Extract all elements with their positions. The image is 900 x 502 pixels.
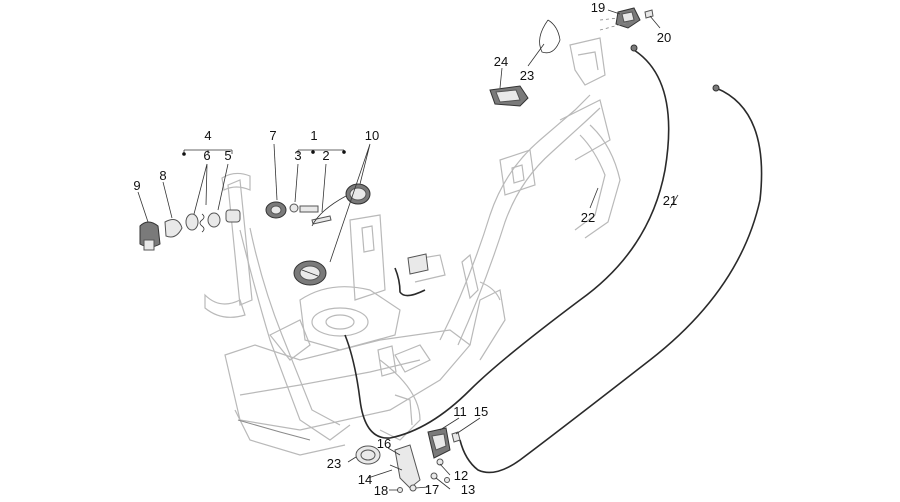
callout-18: 18 (374, 483, 388, 497)
callout-6: 6 (203, 148, 210, 163)
callout-19: 19 (591, 0, 605, 15)
cable-21 (459, 87, 763, 474)
callout-23-bottom: 23 (327, 456, 341, 471)
callout-11: 11 (453, 404, 467, 419)
spring-part (199, 213, 205, 233)
leader-lines (137, 9, 679, 491)
cap-part (164, 219, 183, 238)
cable-22 (344, 49, 670, 439)
callout-21: 21 (663, 193, 677, 208)
screw-part (644, 9, 654, 19)
callout-2: 2 (322, 148, 329, 163)
callout-1: 1 (310, 128, 317, 143)
fuel-cap-part (293, 260, 327, 286)
callout-labels: 1 2 3 4 5 6 7 8 9 10 11 12 13 14 15 16 1… (133, 0, 677, 498)
callout-14: 14 (358, 472, 372, 487)
lock-cylinder-part (139, 221, 161, 251)
callout-13: 13 (461, 482, 475, 497)
washer-part (185, 213, 199, 231)
callout-16: 16 (377, 436, 391, 451)
parts-left-group (139, 183, 429, 286)
lever-part (427, 427, 451, 459)
callout-17: 17 (425, 482, 439, 497)
scooter-frame (204, 37, 621, 456)
cables (344, 49, 763, 474)
callout-15: 15 (474, 404, 488, 419)
callout-7: 7 (269, 128, 276, 143)
callout-9: 9 (133, 178, 140, 193)
callout-4: 4 (204, 128, 211, 143)
callout-12: 12 (454, 468, 468, 483)
strap-loop-part (539, 19, 561, 54)
bracket-plate-part (394, 444, 421, 489)
latch-part (615, 7, 641, 29)
callout-23-top: 23 (520, 68, 534, 83)
callout-24: 24 (494, 54, 508, 69)
callout-5: 5 (224, 148, 231, 163)
callout-10: 10 (365, 128, 379, 143)
bracket-part (489, 85, 529, 107)
callout-3: 3 (294, 148, 301, 163)
fuel-cap-collar-part (265, 201, 287, 219)
callout-22: 22 (581, 210, 595, 225)
callout-20: 20 (657, 30, 671, 45)
parts-top-right-group (489, 7, 720, 107)
parts-bottom-group (355, 427, 461, 493)
callout-8: 8 (159, 168, 166, 183)
